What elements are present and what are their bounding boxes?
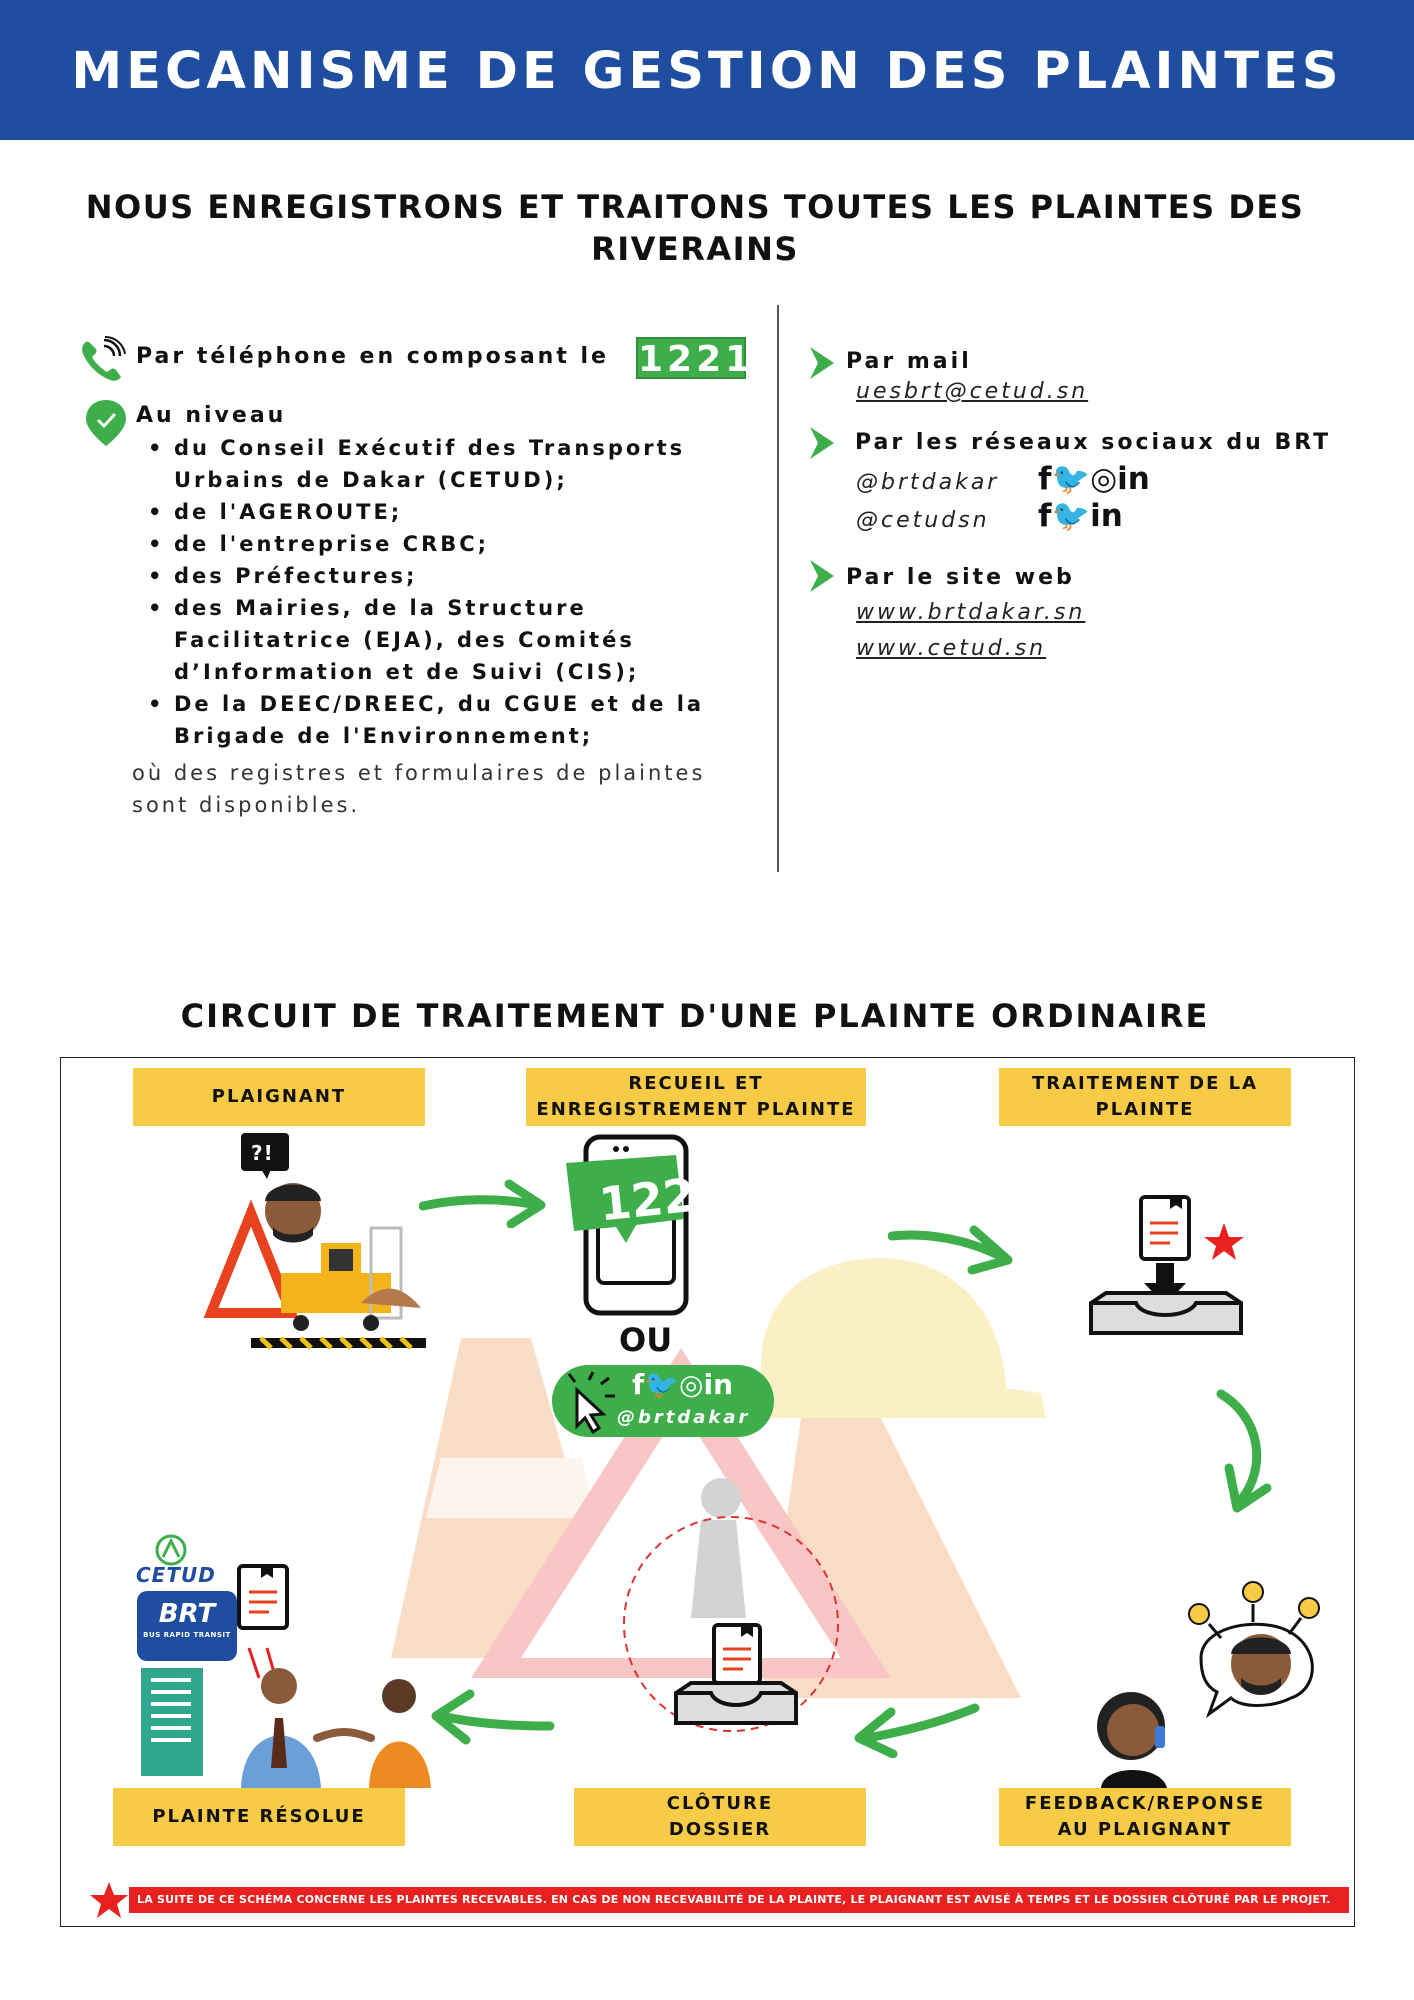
step-cloture: CLÔTURE DOSSIER <box>574 1788 866 1846</box>
pill-handle: @brtdakar <box>617 1407 751 1428</box>
cetudsn-handle[interactable]: @cetudsn <box>856 508 990 533</box>
complainant-construction-illustration <box>203 1133 426 1350</box>
mail-label: Par mail <box>846 349 972 374</box>
web-label: Par le site web <box>846 565 1075 590</box>
cursor-click-icon <box>567 1371 615 1434</box>
arrow-left-icon <box>854 1703 980 1758</box>
receivability-footnote: LA SUITE DE CE SCHÉMA CONCERNE LES PLAIN… <box>129 1887 1349 1913</box>
location-check-icon <box>86 400 126 446</box>
construction-background-illustration <box>391 1258 1046 1732</box>
or-label: OU <box>619 1321 673 1359</box>
mobile-phone-icon <box>566 1134 689 1316</box>
registers-note: où des registres et formulaires de plain… <box>132 761 706 817</box>
social-icons-cetudsn[interactable]: f🐦in <box>1038 498 1123 534</box>
cetud-logo-icon <box>155 1534 187 1566</box>
step-recueil-enregistrement: RECUEIL ET ENREGISTREMENT PLAINTE <box>526 1068 866 1126</box>
step-plainte-resolue: PLAINTE RÉSOLUE <box>113 1788 405 1846</box>
chevron-right-icon <box>810 427 834 459</box>
resolved-meeting-illustration <box>141 1564 431 1788</box>
step-feedback: FEEDBACK/REPONSE AU PLAIGNANT <box>999 1788 1291 1846</box>
column-divider <box>777 305 779 872</box>
header-banner: MECANISME DE GESTION DES PLAINTES <box>0 0 1414 140</box>
list-item: des Préfectures; <box>146 560 736 592</box>
step-traitement: TRAITEMENT DE LA PLAINTE <box>999 1068 1291 1126</box>
page-title: MECANISME DE GESTION DES PLAINTES <box>71 42 1343 101</box>
social-icons-brtdakar[interactable]: f🐦◎in <box>1038 461 1150 497</box>
phone-ringing-icon <box>82 336 126 381</box>
chevron-right-icon <box>810 560 834 592</box>
speech-bubble-label: ?! <box>251 1141 274 1165</box>
arrow-right-icon <box>419 1179 546 1228</box>
website-link-brtdakar[interactable]: www.brtdakar.sn <box>856 600 1086 625</box>
intro-subtitle: NOUS ENREGISTRONS ET TRAITONS TOUTES LES… <box>85 188 1305 268</box>
star-icon <box>90 1882 128 1918</box>
mail-link[interactable]: uesbrt@cetud.sn <box>856 379 1089 404</box>
circuit-title: CIRCUIT DE TRAITEMENT D'UNE PLAINTE ORDI… <box>180 997 1210 1035</box>
arrow-left-icon <box>431 1689 555 1745</box>
brtdakar-handle[interactable]: @brtdakar <box>856 470 1000 495</box>
list-item: du Conseil Exécutif des Transports Urbai… <box>146 432 736 496</box>
document-inbox-icon <box>1089 1195 1244 1335</box>
list-item: De la DEEC/DREEC, du CGUE et de la Briga… <box>146 688 736 752</box>
phone-label: Par téléphone en composant le <box>136 344 609 369</box>
social-icons-pill: f🐦◎in <box>632 1368 734 1401</box>
arrow-down-icon <box>1216 1389 1272 1513</box>
list-item: de l'AGEROUTE; <box>146 496 736 528</box>
phone-number-badge[interactable]: 1221 <box>636 337 755 380</box>
list-item: des Mairies, de la Structure Facilitatri… <box>146 592 736 688</box>
feedback-people-illustration <box>1097 1581 1320 1788</box>
cetud-logo-text: CETUD <box>136 1563 216 1587</box>
chevron-right-icon <box>810 347 834 379</box>
niveau-label: Au niveau <box>136 403 287 428</box>
closed-file-tray-icon <box>674 1623 798 1725</box>
step-plaignant: PLAIGNANT <box>133 1068 425 1126</box>
social-label: Par les réseaux sociaux du BRT <box>855 430 1332 455</box>
arrow-right-icon <box>888 1225 1013 1275</box>
circuit-diagram: PLAIGNANT RECUEIL ET ENREGISTREMENT PLAI… <box>60 1057 1355 1927</box>
list-item: de l'entreprise CRBC; <box>146 528 736 560</box>
institutions-list: du Conseil Exécutif des Transports Urbai… <box>146 432 736 752</box>
brt-logo: BRT BUS RAPID TRANSIT <box>137 1591 237 1661</box>
website-link-cetud[interactable]: www.cetud.sn <box>856 636 1047 661</box>
